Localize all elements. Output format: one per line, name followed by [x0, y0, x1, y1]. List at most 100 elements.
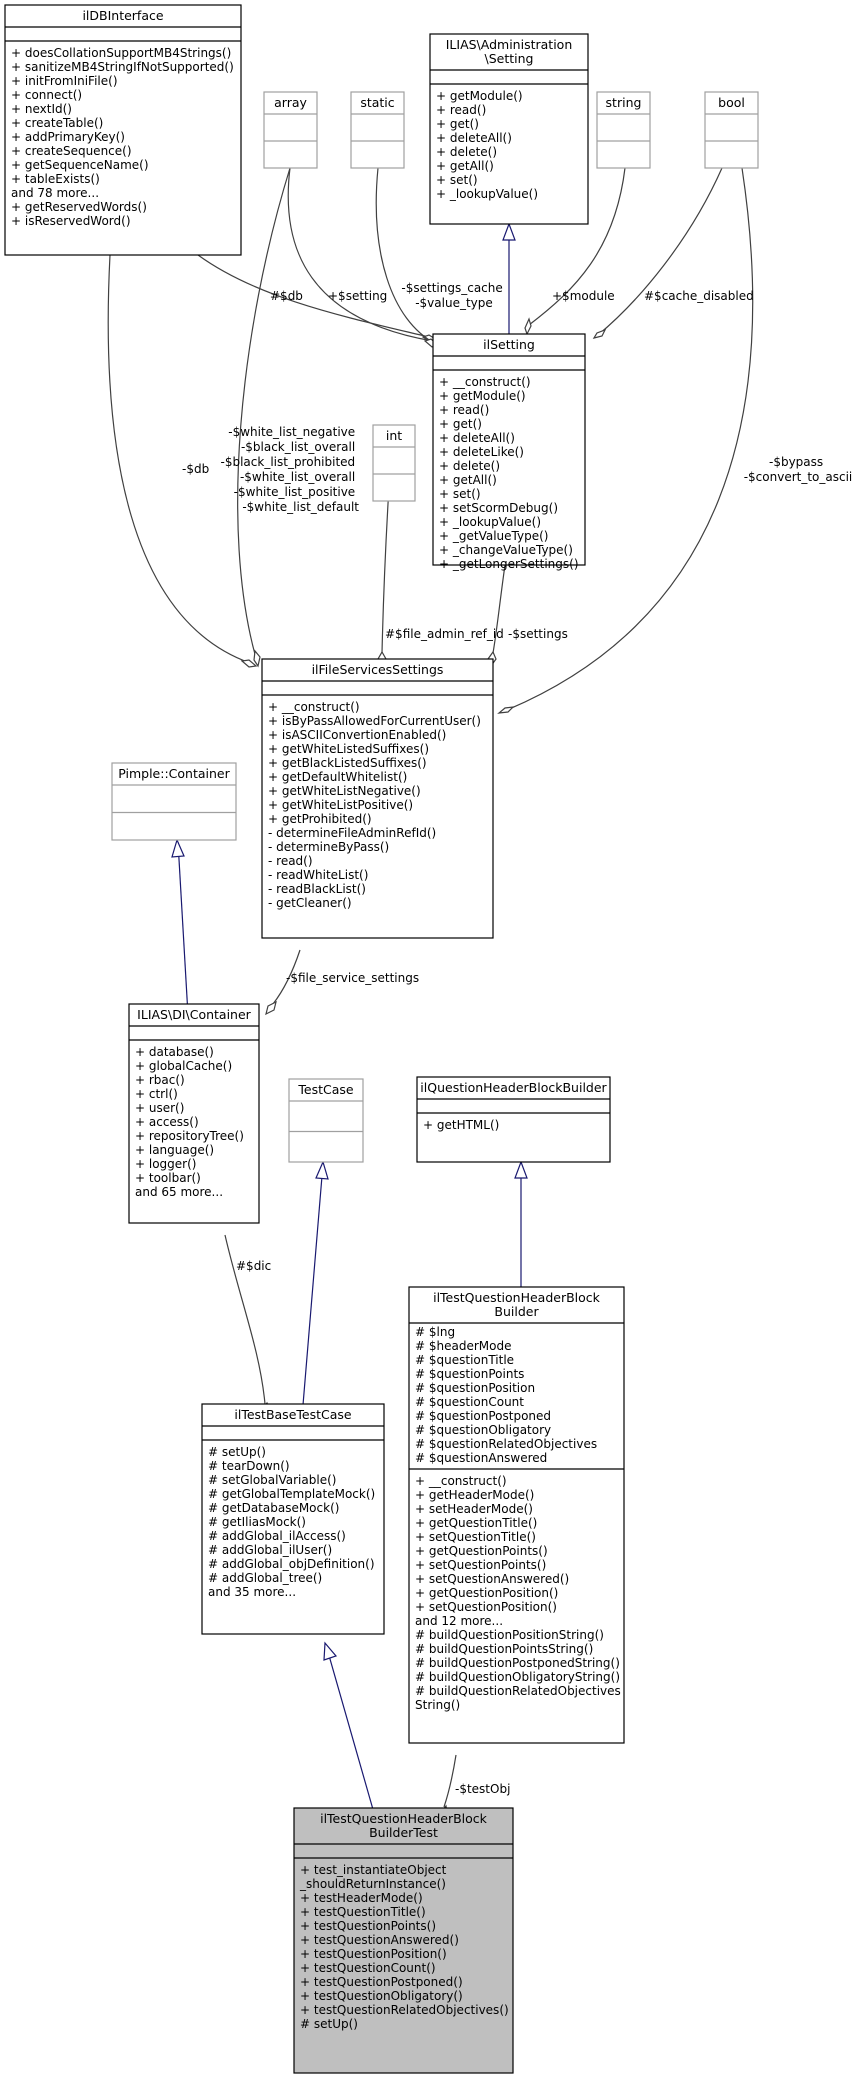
class-box: [288, 1078, 364, 1163]
class-attribute: # $questionObligatory: [415, 1423, 551, 1437]
edge-label-db-setting: #$db: [270, 289, 303, 303]
edge-label-bypass: -$bypass -$convert_to_ascii: [744, 455, 853, 484]
class-title: ilQuestionHeaderBlockBuilder: [420, 1080, 607, 1095]
class-method: + delete(): [436, 145, 497, 159]
nodes: ilDBInterface+ doesCollationSupportMB4St…: [4, 4, 759, 2074]
edge-assoc-array-fss: [237, 167, 291, 659]
class-method: + getSequenceName(): [11, 158, 149, 172]
class-method: + isReservedWord(): [11, 214, 131, 228]
class-box: [201, 1403, 385, 1635]
class-method: + testQuestionPosition(): [300, 1947, 447, 1961]
class-box: [261, 658, 494, 939]
class-method: + getQuestionPoints(): [415, 1544, 548, 1558]
class-method: - readWhiteList(): [268, 868, 368, 882]
class-method: + __construct(): [268, 700, 360, 714]
class-method: and 35 more...: [208, 1585, 296, 1599]
edge-inherit-basetest-testcase: [301, 1163, 324, 1418]
edge-label-settings: -$settings: [508, 627, 568, 641]
class-method: + __construct(): [439, 375, 531, 389]
class-method: + access(): [135, 1115, 199, 1129]
class-title: TestCase: [297, 1082, 354, 1097]
class-method: + setQuestionPoints(): [415, 1558, 546, 1572]
edge-assoc-dbinterface-ilsetting: [197, 254, 434, 339]
class-filesvc[interactable]: ilFileServicesSettings+ __construct()+ i…: [261, 658, 494, 939]
class-string[interactable]: string: [596, 91, 651, 169]
edge-assoc-bool-ilsetting: [597, 167, 723, 336]
class-method: + _changeValueType(): [439, 543, 573, 557]
class-method: + connect(): [11, 88, 82, 102]
class-ilsetting[interactable]: ilSetting+ __construct()+ getModule()+ r…: [432, 333, 586, 571]
class-box: [263, 91, 318, 169]
class-method: - getCleaner(): [268, 896, 352, 910]
class-method: + _getLongerSettings(): [439, 557, 579, 571]
class-method: + database(): [135, 1045, 214, 1059]
class-qhbb[interactable]: ilQuestionHeaderBlockBuilder+ getHTML(): [416, 1076, 611, 1163]
diamond-fss-bypass: [497, 706, 515, 714]
class-array[interactable]: array: [263, 91, 318, 169]
class-attribute: # $headerMode: [415, 1339, 511, 1353]
class-method: + getWhiteListPositive(): [268, 798, 413, 812]
class-method: + getWhiteListNegative(): [268, 784, 421, 798]
class-dic[interactable]: ILIAS\DI\Container+ database()+ globalCa…: [128, 1003, 260, 1224]
class-method: + ctrl(): [135, 1087, 178, 1101]
diamond-ilsetting-module: [524, 317, 532, 336]
class-method: + set(): [439, 487, 481, 501]
class-method: # buildQuestionPositionString(): [415, 1628, 604, 1642]
class-method: # addGlobal_ilUser(): [208, 1543, 332, 1557]
class-method: + user(): [135, 1101, 184, 1115]
class-title: static: [360, 95, 394, 110]
class-attribute: # $questionPoints: [415, 1367, 524, 1381]
class-title: ilTestBaseTestCase: [234, 1407, 352, 1422]
class-ildbinterface[interactable]: ilDBInterface+ doesCollationSupportMB4St…: [4, 4, 242, 256]
edge-label-cache-disabled: #$cache_disabled: [644, 289, 754, 303]
class-method: and 78 more...: [11, 186, 99, 200]
class-title: Pimple::Container: [118, 766, 230, 781]
class-int[interactable]: int: [372, 424, 416, 502]
class-box: [372, 424, 416, 502]
class-basetest[interactable]: ilTestBaseTestCase# setUp()# tearDown()#…: [201, 1403, 385, 1635]
class-attribute: # $questionPosition: [415, 1381, 535, 1395]
class-method: + rbac(): [135, 1073, 185, 1087]
class-method: + createSequence(): [11, 144, 132, 158]
class-method: + testQuestionAnswered(): [300, 1933, 459, 1947]
class-method: + __construct(): [415, 1474, 507, 1488]
arrowhead-inherit-qhbb: [514, 1160, 528, 1179]
class-method: # getDatabaseMock(): [208, 1501, 339, 1515]
class-title: ilTestQuestionHeaderBlock: [320, 1811, 488, 1826]
class-method: + _lookupValue(): [436, 187, 538, 201]
class-method: + _lookupValue(): [439, 515, 541, 529]
edge-label-settings-cache: -$settings_cache -$value_type: [401, 281, 506, 310]
class-method: + isASCIIConvertionEnabled(): [268, 728, 446, 742]
class-title: ILIAS\Administration: [446, 37, 573, 52]
class-method: + nextId(): [11, 102, 72, 116]
class-attribute: # $lng: [415, 1325, 455, 1339]
class-method: + get(): [436, 117, 479, 131]
class-method: + getReservedWords(): [11, 200, 147, 214]
class-method: # tearDown(): [208, 1459, 290, 1473]
class-title: bool: [718, 95, 745, 110]
edge-assoc-ilsetting-fss: [492, 564, 506, 654]
class-method: + getDefaultWhitelist(): [268, 770, 407, 784]
class-title: array: [274, 95, 307, 110]
class-attribute: # $questionRelatedObjectives: [415, 1437, 597, 1451]
class-testcase[interactable]: TestCase: [288, 1078, 364, 1163]
class-method: # addGlobal_ilAccess(): [208, 1529, 346, 1543]
edge-assoc-dic-basetest: [224, 1234, 266, 1405]
class-method: + createTable(): [11, 116, 103, 130]
class-pimple[interactable]: Pimple::Container: [111, 762, 237, 841]
class-title: ilDBInterface: [82, 8, 163, 23]
class-method: + toolbar(): [135, 1171, 201, 1185]
edge-assoc-static-ilsetting: [375, 167, 437, 345]
class-attribute: # $questionPostponed: [415, 1409, 551, 1423]
edge-assoc-string-ilsetting: [528, 167, 626, 326]
diamond-fss-db: [240, 659, 258, 668]
class-admin_setting[interactable]: ILIAS\Administration\Setting+ getModule(…: [429, 33, 589, 225]
class-title: ILIAS\DI\Container: [137, 1007, 252, 1022]
class-method: + getProhibited(): [268, 812, 372, 826]
class-bool[interactable]: bool: [704, 91, 759, 169]
class-method: # buildQuestionPointsString(): [415, 1642, 593, 1656]
class-method: # getGlobalTemplateMock(): [208, 1487, 375, 1501]
class-static[interactable]: static: [350, 91, 405, 169]
